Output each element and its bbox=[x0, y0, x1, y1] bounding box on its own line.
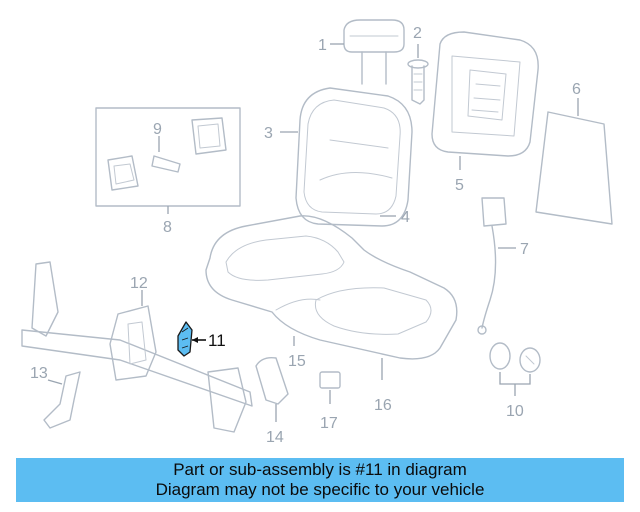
part-5-seatback-frame bbox=[431, 31, 539, 170]
callout-4: 4 bbox=[401, 209, 410, 226]
info-banner: Part or sub-assembly is #11 in diagram D… bbox=[16, 458, 624, 502]
banner-line-1: Part or sub-assembly is #11 in diagram bbox=[173, 460, 467, 479]
part-1-headrest bbox=[330, 19, 405, 85]
callout-5: 5 bbox=[455, 177, 464, 194]
callout-11: 11 bbox=[208, 331, 226, 350]
callout-14: 14 bbox=[266, 429, 284, 446]
callout-9: 9 bbox=[153, 121, 162, 138]
callout-8: 8 bbox=[163, 219, 172, 236]
callout-13: 13 bbox=[30, 365, 48, 382]
callout-2: 2 bbox=[413, 25, 422, 42]
part-16-seat-cushion bbox=[205, 215, 458, 380]
callout-16: 16 bbox=[374, 397, 392, 414]
part-3-seatback-cushion bbox=[280, 87, 413, 227]
part-11-highlighted bbox=[177, 321, 206, 357]
part-14-cover bbox=[255, 356, 289, 422]
part-12-seat-frame bbox=[21, 261, 253, 433]
callout-15: 15 bbox=[288, 353, 306, 370]
part-8-latch-kit-box bbox=[95, 107, 241, 214]
callout-1: 1 bbox=[318, 37, 327, 54]
banner-line-2: Diagram may not be specific to your vehi… bbox=[155, 480, 485, 499]
callout-6: 6 bbox=[572, 81, 581, 98]
part-6-back-panel bbox=[535, 98, 613, 225]
callout-12: 12 bbox=[130, 275, 148, 292]
part-7-belt-buckle bbox=[477, 197, 516, 335]
callout-17: 17 bbox=[320, 415, 338, 432]
part-2-headrest-guide bbox=[407, 44, 429, 105]
part-10-caps bbox=[489, 342, 541, 396]
part-13-bracket bbox=[43, 371, 81, 429]
callout-10: 10 bbox=[506, 403, 524, 420]
part-17-clip bbox=[319, 371, 341, 404]
callout-7: 7 bbox=[520, 241, 529, 258]
callout-3: 3 bbox=[264, 125, 273, 142]
